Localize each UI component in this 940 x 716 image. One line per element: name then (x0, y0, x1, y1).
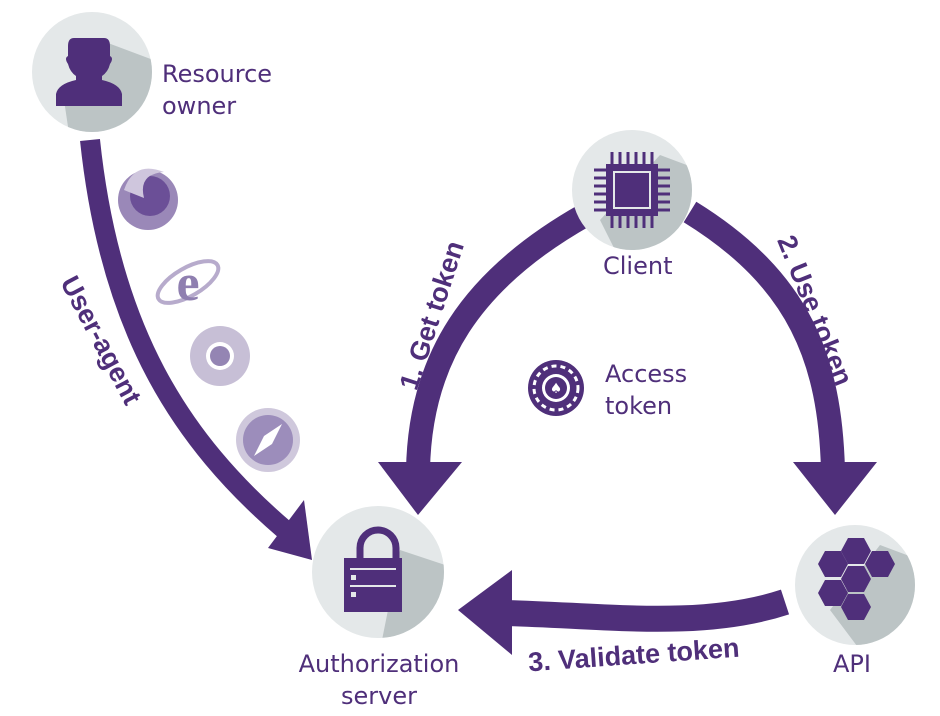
label-line: Authorization (298, 650, 460, 678)
resource-owner-label: Resource owner (162, 58, 272, 122)
arrow-user-agent (80, 138, 312, 560)
label-line: token (605, 392, 673, 420)
client-label: Client (603, 252, 673, 280)
arrow-get-token (378, 204, 591, 515)
hexagons-icon (795, 525, 915, 645)
internet-explorer-icon: e (155, 255, 221, 312)
svg-text:♠: ♠ (550, 381, 563, 397)
label-line: Access (605, 360, 688, 388)
lock-icon (312, 506, 444, 638)
access-token-label: Access token (605, 358, 687, 422)
arrow-validate-token (458, 570, 790, 655)
label-line: server (341, 682, 417, 710)
label-line: Resource (162, 60, 273, 88)
label-line: owner (162, 92, 237, 120)
token-chip-icon: ♠ (528, 360, 584, 416)
svg-text:e: e (176, 255, 199, 312)
api-label: API (833, 650, 871, 678)
chip-icon (572, 130, 692, 250)
firefox-icon (118, 168, 178, 230)
arrow-use-token (683, 201, 877, 515)
person-icon (32, 12, 152, 132)
authorization-server-label: Authorization server (294, 648, 464, 712)
chrome-icon (190, 326, 250, 386)
safari-icon (236, 408, 300, 472)
